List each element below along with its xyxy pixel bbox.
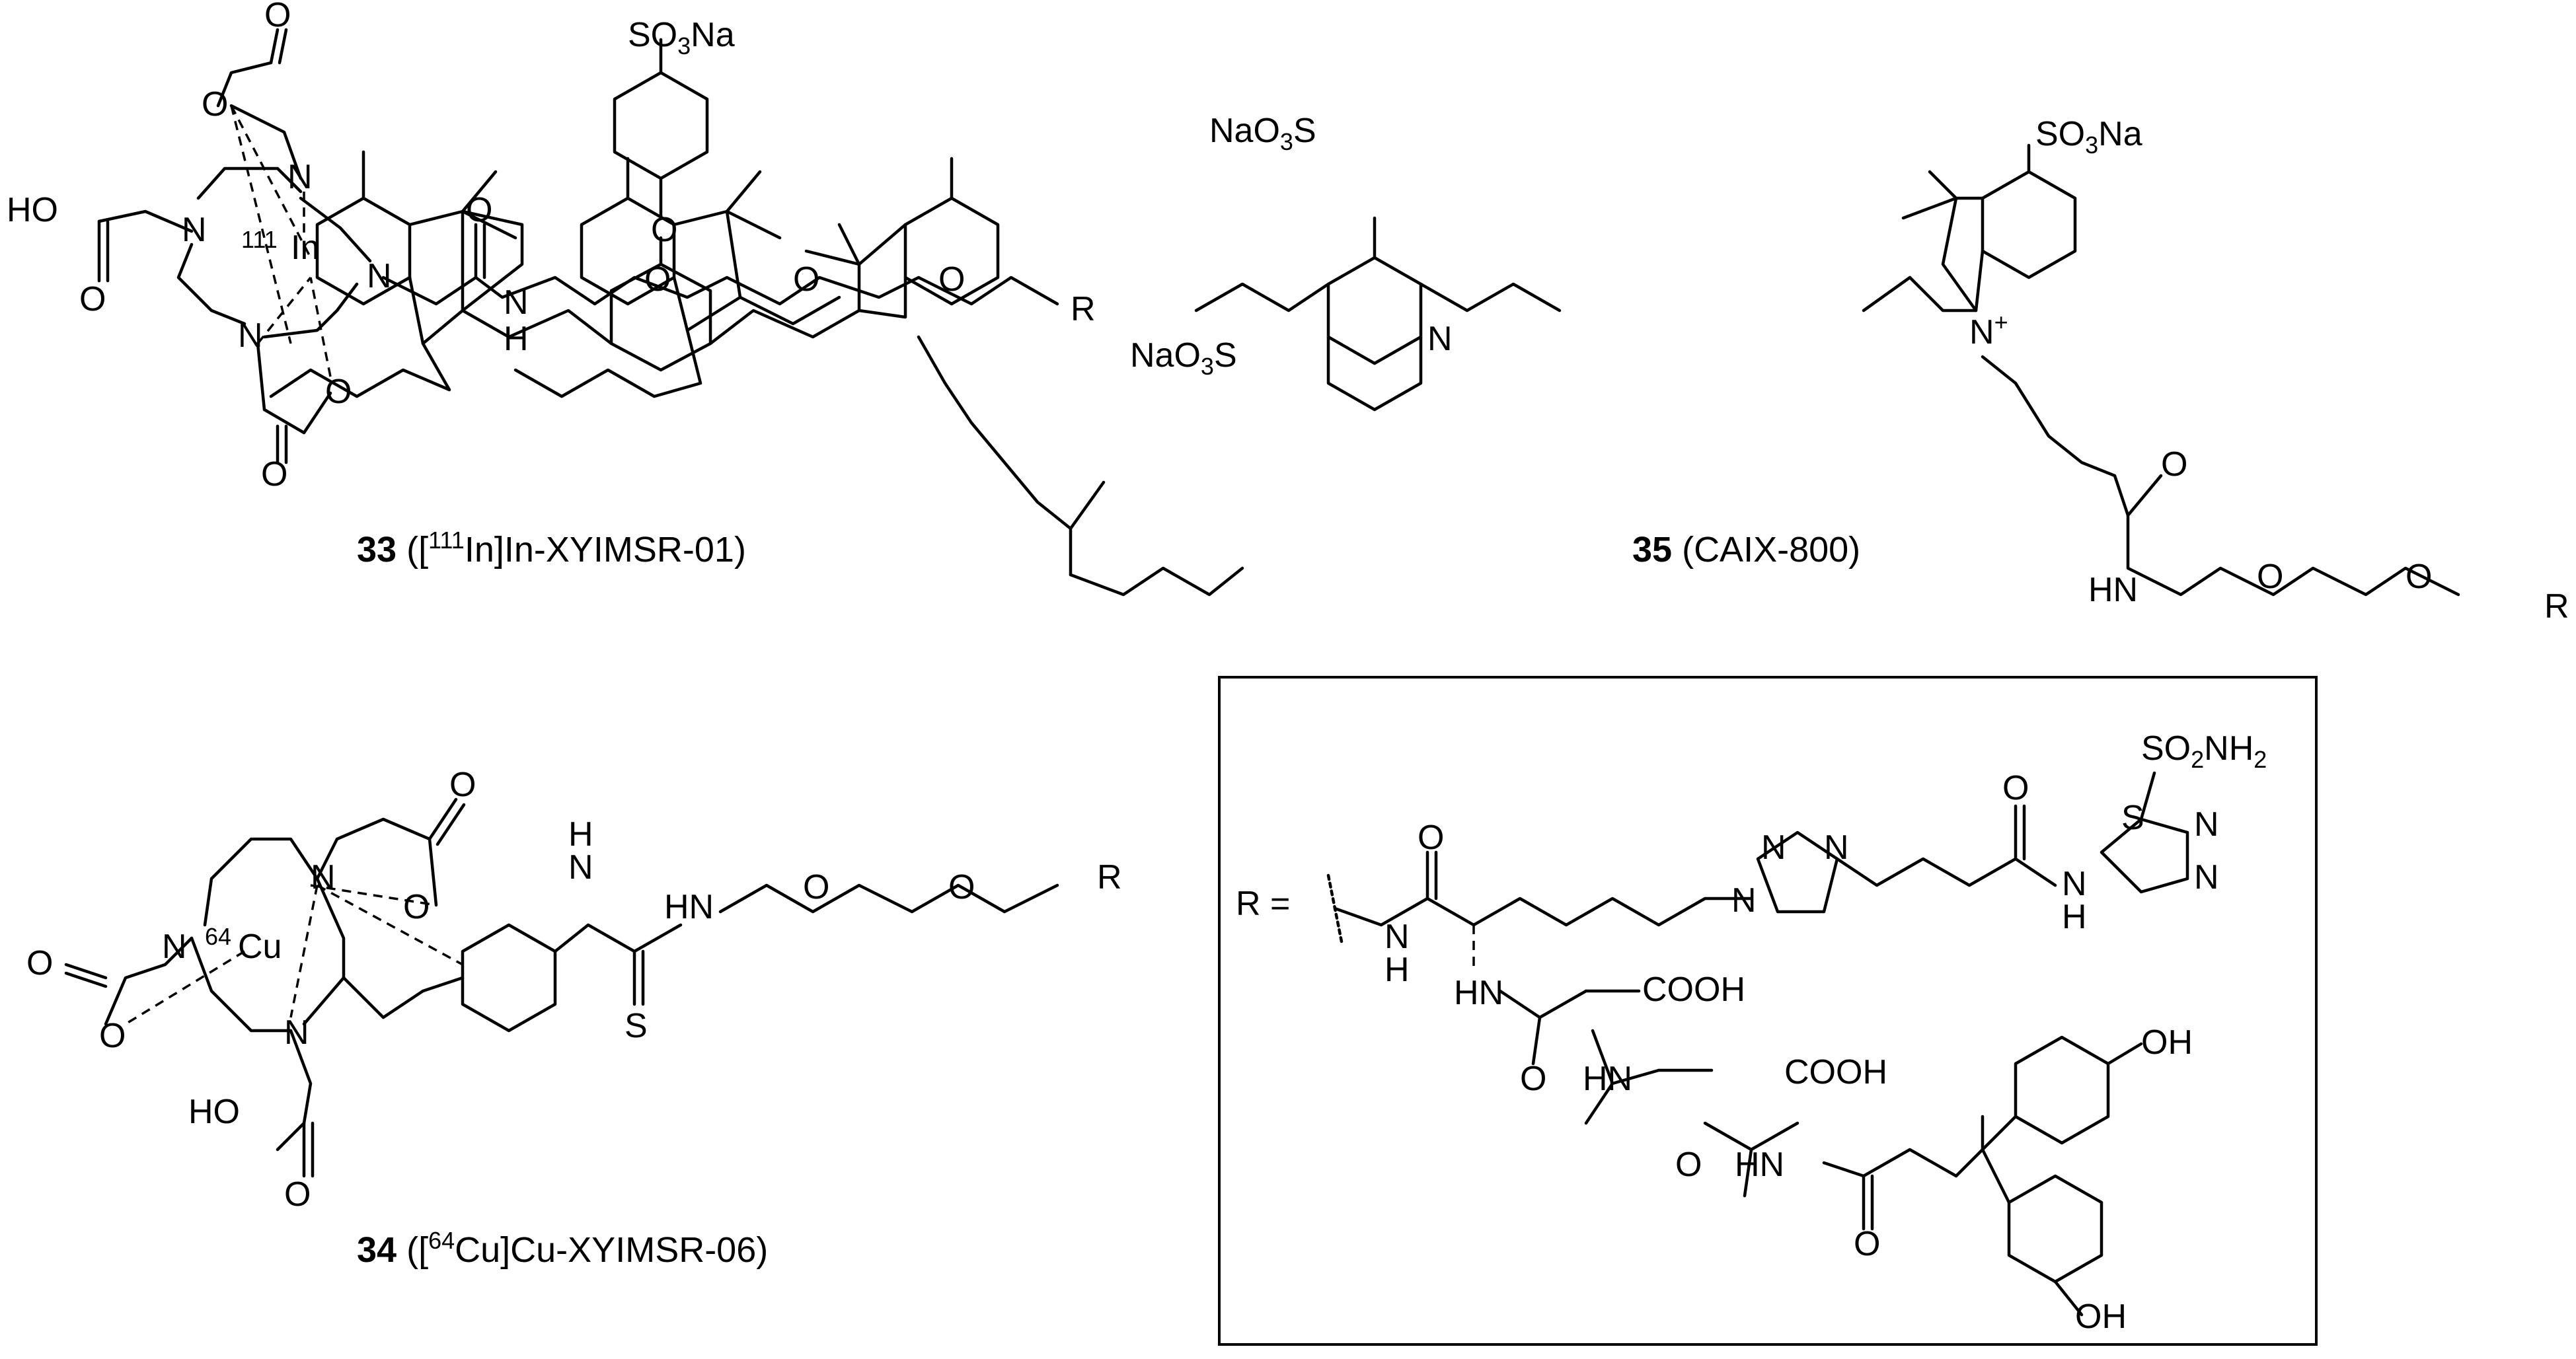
atom-R: R bbox=[2544, 587, 2569, 626]
compound-35-bonds-indoline-left bbox=[513, 157, 841, 398]
atom-O: O bbox=[449, 766, 476, 804]
atom-N: N bbox=[2194, 858, 2219, 897]
atom-HN: HN bbox=[1454, 974, 1503, 1012]
atom-N: N bbox=[2062, 865, 2087, 903]
atom-O: O bbox=[1675, 1146, 1702, 1184]
atom-OH: OH bbox=[2141, 1023, 2193, 1062]
atom-O: O bbox=[793, 260, 819, 299]
atom-O: O bbox=[948, 868, 975, 906]
compound-35-bonds-right bbox=[1862, 143, 2460, 597]
atom-O: O bbox=[938, 260, 965, 299]
atom-N: N bbox=[182, 211, 207, 249]
atom-O: O bbox=[1520, 1060, 1546, 1098]
atom-O: O bbox=[284, 1175, 311, 1214]
r-group-label: R = bbox=[1236, 885, 1290, 923]
atom-N: N bbox=[238, 316, 263, 355]
compound-35-bonds-left bbox=[1194, 216, 1562, 412]
compound-35-structure bbox=[269, 38, 1244, 597]
atom-N: N bbox=[504, 283, 529, 322]
atom-S: S bbox=[625, 1007, 648, 1045]
atom-S: S bbox=[2121, 799, 2144, 837]
compound-35-label: 35 (CAIX-800) bbox=[1632, 530, 1860, 569]
atom-R: R bbox=[1097, 858, 1122, 897]
atom-HN: HN bbox=[1583, 1060, 1632, 1098]
atom-NaO3S: NaO3S bbox=[1130, 336, 1237, 380]
atom-HO: HO bbox=[188, 1093, 240, 1131]
atom-N: N bbox=[287, 158, 313, 196]
atom-SO2NH2: SO2NH2 bbox=[2141, 729, 2267, 773]
compound-33-structure bbox=[97, 28, 1059, 464]
atom-O: O bbox=[403, 888, 430, 926]
atom-H: H bbox=[2062, 898, 2087, 936]
atom-N: N bbox=[1731, 881, 1757, 920]
compound-34-label: 34 ([64Cu]Cu-XYIMSR-06) bbox=[357, 1227, 768, 1270]
atom-O: O bbox=[803, 868, 829, 906]
r-group-structure bbox=[1326, 771, 2189, 1317]
atom-H: H bbox=[568, 815, 593, 854]
atom-SO3Na: SO3Na bbox=[2035, 115, 2142, 159]
atom-HO: HO bbox=[7, 191, 58, 229]
metal-symbol: Cu bbox=[238, 928, 282, 966]
atom-SO3Na: SO3Na bbox=[628, 16, 735, 59]
atom-N: N bbox=[162, 928, 187, 966]
atom-HN: HN bbox=[1735, 1146, 1784, 1184]
atom-N: N bbox=[284, 1013, 309, 1052]
atom-HN: HN bbox=[664, 888, 714, 926]
atom-N-plus: N+ bbox=[1969, 309, 2008, 351]
atom-O: O bbox=[1854, 1225, 1880, 1263]
atom-O: O bbox=[79, 280, 106, 318]
atom-COOH: COOH bbox=[1642, 971, 1745, 1009]
atom-HN: HN bbox=[2088, 571, 2138, 609]
atom-O: O bbox=[2002, 769, 2029, 807]
r-group-box bbox=[1218, 676, 2318, 1346]
atom-O: O bbox=[2406, 558, 2432, 596]
atom-N: N bbox=[2194, 805, 2219, 844]
atom-H: H bbox=[1384, 951, 1410, 989]
atom-OH: OH bbox=[2075, 1298, 2127, 1336]
atom-N: N bbox=[568, 848, 593, 887]
atom-H: H bbox=[504, 320, 529, 358]
atom-O: O bbox=[1418, 819, 1444, 857]
compound-34-structure bbox=[64, 797, 1059, 1178]
atom-O: O bbox=[261, 455, 287, 494]
metal-symbol: In bbox=[291, 229, 319, 267]
atom-N: N bbox=[1427, 320, 1453, 358]
compound-33-label: 33 ([111In]In-XYIMSR-01) bbox=[357, 527, 746, 569]
atom-O: O bbox=[99, 1017, 126, 1055]
metal-isotope: 111 bbox=[241, 226, 278, 253]
metal-isotope: 64 bbox=[205, 923, 231, 950]
atom-N: N bbox=[1761, 828, 1786, 867]
atom-NaO3S: NaO3S bbox=[1209, 112, 1316, 155]
atom-COOH: COOH bbox=[1784, 1053, 1887, 1091]
atom-N: N bbox=[311, 858, 336, 897]
atom-N: N bbox=[1384, 918, 1410, 956]
atom-O: O bbox=[264, 0, 291, 34]
atom-O: O bbox=[26, 944, 53, 982]
atom-N: N bbox=[1824, 828, 1849, 867]
atom-R: R bbox=[1071, 290, 1096, 328]
atom-O: O bbox=[202, 85, 228, 124]
atom-O: O bbox=[2161, 445, 2187, 484]
